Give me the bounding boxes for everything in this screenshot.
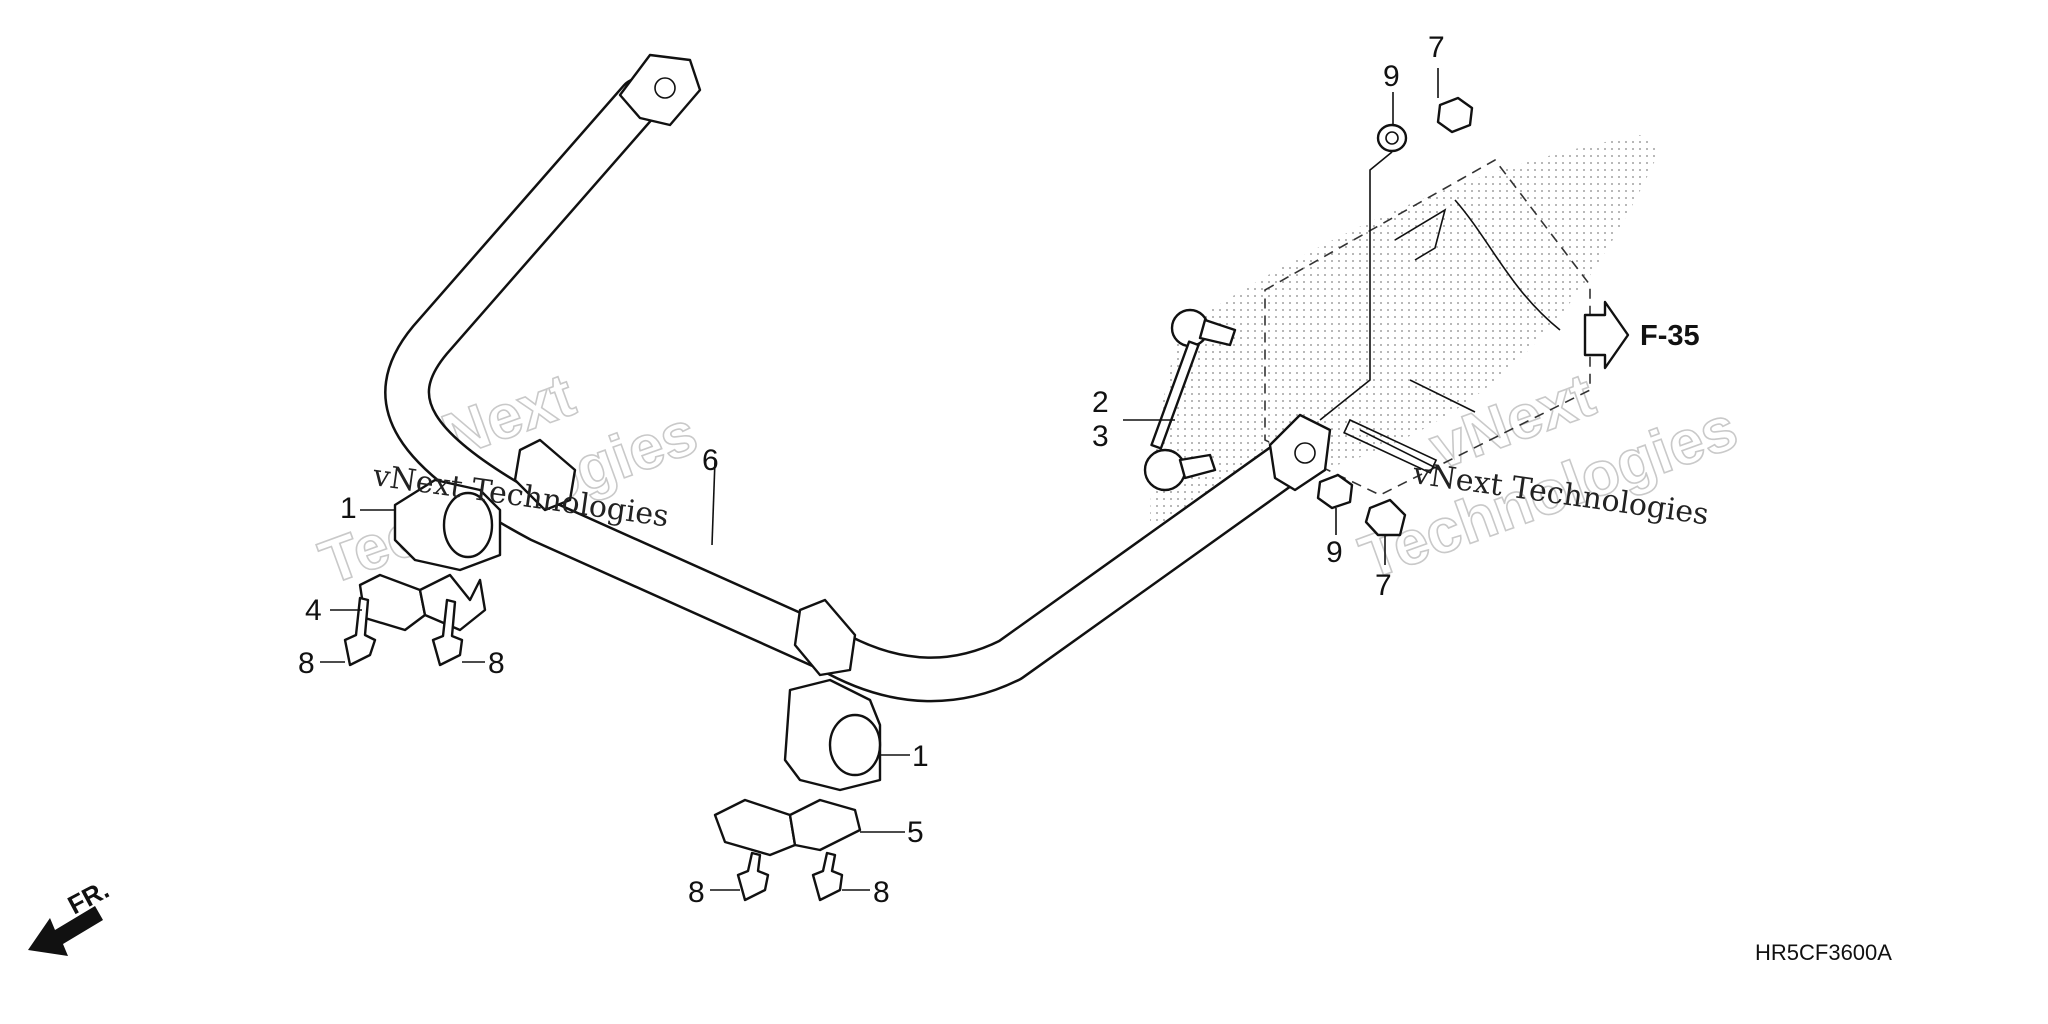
callout-washer-bottom: 9 (1326, 536, 1343, 569)
front-direction-indicator: FR. (28, 874, 114, 956)
stabilizer-bar (384, 53, 1332, 703)
callout-bolt-left-b: 8 (488, 647, 505, 680)
stipple-shading (1150, 135, 1660, 525)
callout-nut-top: 7 (1428, 31, 1445, 64)
callout-bushing-right: 1 (912, 740, 929, 773)
callout-bolt-right-a: 8 (688, 876, 705, 909)
callout-holder-right: 5 (907, 816, 924, 849)
bar-end-right (1268, 413, 1332, 492)
bolts (343, 596, 844, 902)
reference-arrow[interactable]: F-35 (1583, 300, 1700, 370)
callout-washer-top: 9 (1383, 60, 1400, 93)
bushing-left (393, 478, 502, 572)
svg-text:FR.: FR. (63, 874, 114, 920)
callout-link-upper: 2 (1092, 386, 1109, 419)
drawing-code: HR5CF3600A (1755, 940, 1892, 965)
bushing-right (783, 678, 882, 792)
callout-holder-left: 4 (305, 594, 322, 627)
front-arrow-icon (28, 906, 103, 956)
nuts-washers (1316, 96, 1474, 537)
callout-bushing-left: 1 (340, 492, 357, 525)
bar-end-upper-left (618, 53, 702, 127)
reference-label: F-35 (1640, 320, 1700, 352)
callout-labels: 1 1 2 3 4 5 6 7 7 8 8 8 8 9 9 (298, 31, 1445, 909)
callout-stabilizer-bar: 6 (702, 444, 719, 477)
holder-right (713, 798, 862, 857)
holder-left (358, 573, 487, 632)
body-mount-frame (1264, 158, 1591, 496)
leader-lines (320, 68, 1439, 891)
callout-nut-bottom: 7 (1375, 569, 1392, 602)
callout-bolt-left-a: 8 (298, 647, 315, 680)
hollow-arrow-icon (1583, 300, 1630, 370)
callout-link-lower: 3 (1092, 420, 1109, 453)
callout-bolt-right-b: 8 (873, 876, 890, 909)
stabilizer-link (1143, 308, 1237, 492)
